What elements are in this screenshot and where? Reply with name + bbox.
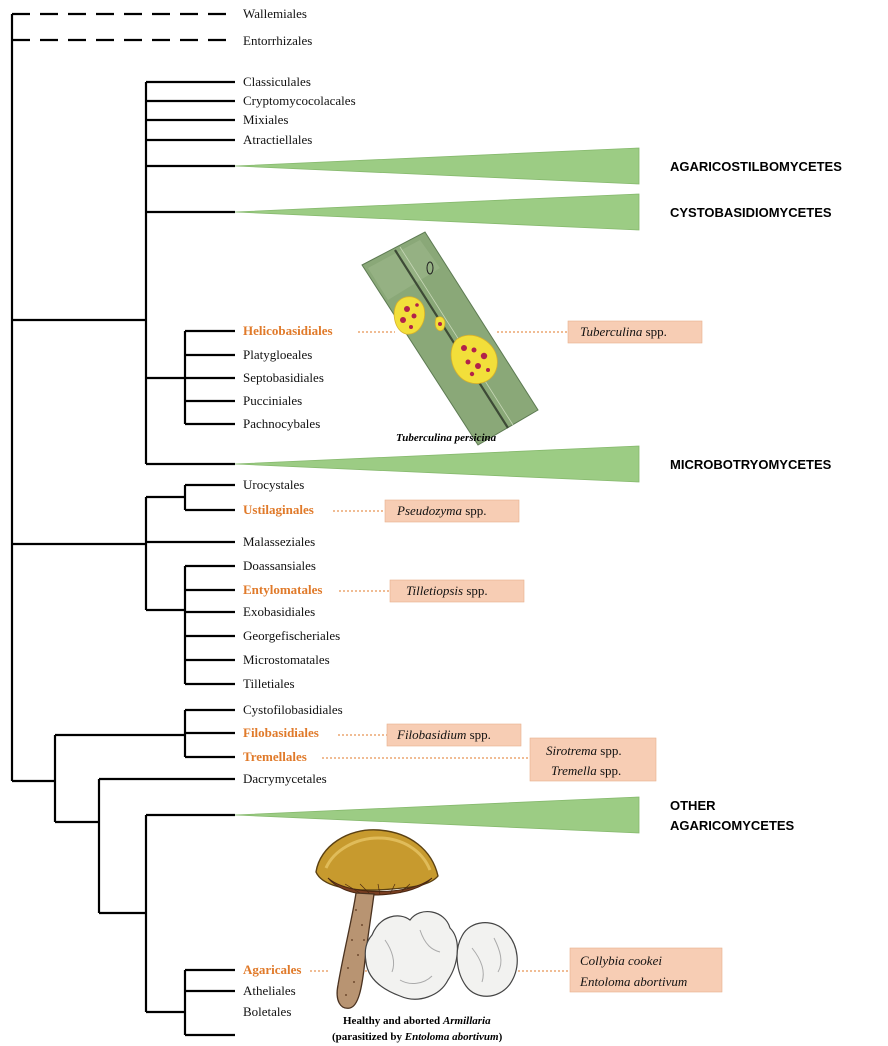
taxon-helicobasidiales: Helicobasidiales [243,323,333,338]
clade-wedge-agaricostilbomycetes [234,147,640,185]
taxon-tilletiales: Tilletiales [243,676,295,691]
parasite-box-tuberculina: Tuberculina spp. [567,320,703,344]
svg-text:Sirotrema spp.: Sirotrema spp. [546,743,622,758]
taxon-platygloeales: Platygloeales [243,347,312,362]
taxon-wallemiales: Wallemiales [243,6,307,21]
clade-label-agaricostilbomycetes: AGARICOSTILBOMYCETES [670,159,842,174]
clade-wedge-other-agaricomycetes [234,796,640,834]
taxon-filobasidiales: Filobasidiales [243,725,319,740]
parasite-box-pseudozyma: Pseudozyma spp. [384,499,520,523]
svg-text:Tremella spp.: Tremella spp. [551,763,621,778]
clade-label-other-line1: OTHER [670,798,716,813]
taxon-atheliales: Atheliales [243,983,296,998]
svg-text:Collybia cookei: Collybia cookei [580,953,662,968]
taxon-atractiellales: Atractiellales [243,132,312,147]
taxon-classiculales: Classiculales [243,74,311,89]
taxon-malasseziales: Malasseziales [243,534,315,549]
taxon-entorrhizales: Entorrhizales [243,33,312,48]
taxon-cryptomycocolacales: Cryptomycocolacales [243,93,356,108]
clade-label-other-line2: AGARICOMYCETES [670,818,795,833]
caption-tuberculina-persicina: Tuberculina persicina [396,432,497,444]
caption-armillaria-line1: Healthy and aborted Armillaria [343,1015,491,1027]
taxon-septobasidiales: Septobasidiales [243,370,324,385]
taxon-ustilaginales: Ustilaginales [243,502,314,517]
taxon-entylomatales: Entylomatales [243,582,322,597]
taxon-georgefischeriales: Georgefischeriales [243,628,340,643]
taxon-pucciniales: Pucciniales [243,393,302,408]
taxon-mixiales: Mixiales [243,112,289,127]
taxon-boletales: Boletales [243,1004,291,1019]
taxon-urocystales: Urocystales [243,477,304,492]
taxon-agaricales: Agaricales [243,962,301,977]
taxon-doassansiales: Doassansiales [243,558,316,573]
taxon-labels: Wallemiales Entorrhizales Classiculales … [243,6,356,1019]
taxon-cystofilobasidiales: Cystofilobasidiales [243,702,343,717]
clade-wedge-microbotryomycetes [234,445,640,483]
taxon-tremellales: Tremellales [243,749,307,764]
svg-text:Tuberculina spp.: Tuberculina spp. [580,324,667,339]
caption-armillaria-line2: (parasitized by Entoloma abortivum) [332,1031,503,1043]
taxon-exobasidiales: Exobasidiales [243,604,315,619]
clade-label-microbotryomycetes: MICROBOTRYOMYCETES [670,457,832,472]
svg-text:Pseudozyma spp.: Pseudozyma spp. [396,503,487,518]
svg-text:Tilletiopsis spp.: Tilletiopsis spp. [406,583,488,598]
taxon-pachnocybales: Pachnocybales [243,416,320,431]
parasite-box-tilletiopsis: Tilletiopsis spp. [389,579,525,603]
clade-wedge-cystobasidiomycetes [234,193,640,231]
taxon-microstomatales: Microstomatales [243,652,330,667]
taxon-dacrymycetales: Dacrymycetales [243,771,327,786]
svg-text:Filobasidium spp.: Filobasidium spp. [396,727,491,742]
svg-text:Entoloma abortivum: Entoloma abortivum [579,974,687,989]
armillaria-mushroom-illustration [315,829,518,1009]
tree-branches [10,12,235,1037]
clade-label-cystobasidiomycetes: CYSTOBASIDIOMYCETES [670,205,832,220]
parasite-box-collybia-entoloma: Collybia cookei Entoloma abortivum [569,947,723,993]
tuberculina-leaf-illustration [361,231,539,446]
parasite-box-filobasidium: Filobasidium spp. [386,723,522,747]
parasite-box-sirotrema-tremella: Sirotrema spp. Tremella spp. [529,737,657,782]
